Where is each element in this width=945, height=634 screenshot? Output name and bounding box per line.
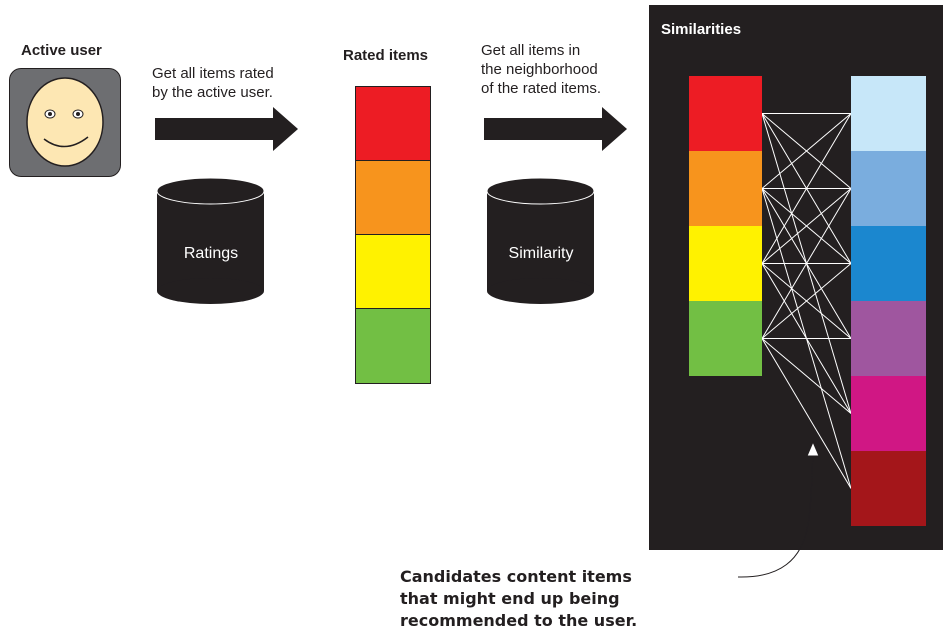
similarity-link	[761, 263, 852, 339]
candidates-note-line: recommended to the user.	[400, 611, 638, 630]
ratings-database-label: Ratings	[183, 245, 239, 262]
candidates-note-line: Candidates content items	[400, 567, 632, 586]
similarities-title: Similarities	[661, 21, 742, 38]
similarity-database-label: Similarity	[508, 245, 574, 262]
active-user-avatar	[9, 68, 121, 177]
rated-items-stack	[355, 86, 431, 384]
similarity-graph	[689, 76, 926, 526]
rated-item-node	[689, 151, 762, 226]
step1-arrow-icon	[155, 107, 300, 151]
rated-item-node	[689, 301, 762, 376]
step2-caption-line: the neighborhood	[481, 61, 598, 78]
rated-item	[356, 161, 430, 235]
step2-caption: Get all items in the neighborhood of the…	[481, 41, 601, 98]
similarity-link	[761, 338, 852, 489]
smiley-face-icon	[26, 77, 104, 167]
candidate-item-node	[851, 301, 926, 376]
candidate-item-node	[851, 151, 926, 226]
rated-item-node	[689, 76, 762, 151]
candidates-note-line: that might end up being	[400, 589, 620, 608]
similarity-link	[761, 188, 852, 339]
candidate-item-node	[851, 226, 926, 301]
similarities-panel: Similarities	[649, 5, 943, 550]
ratings-database-icon: Ratings	[156, 177, 267, 310]
step1-caption-line: Get all items rated	[152, 65, 274, 82]
callout-pointer-icon	[737, 440, 820, 578]
similarity-link	[761, 113, 852, 264]
step2-caption-line: Get all items in	[481, 42, 581, 59]
similarity-link	[761, 188, 852, 264]
step1-caption-line: by the active user.	[152, 84, 273, 101]
rated-items-title: Rated items	[343, 47, 429, 64]
rated-item-node	[689, 226, 762, 301]
step2-caption-line: of the rated items.	[481, 80, 602, 97]
rated-item	[356, 235, 430, 309]
rated-item	[356, 309, 430, 383]
similarity-link	[761, 113, 852, 189]
candidates-note: Candidates content items that might end …	[400, 566, 760, 632]
candidate-item-node	[851, 76, 926, 151]
rated-item	[356, 87, 430, 161]
step2-arrow-icon	[484, 107, 629, 151]
step1-caption: Get all items rated by the active user.	[152, 64, 274, 102]
candidate-item-node	[851, 376, 926, 451]
similarity-database-icon: Similarity	[486, 177, 597, 310]
similarity-link	[761, 338, 852, 414]
candidate-item-node	[851, 451, 926, 526]
active-user-title: Active user	[21, 42, 102, 59]
